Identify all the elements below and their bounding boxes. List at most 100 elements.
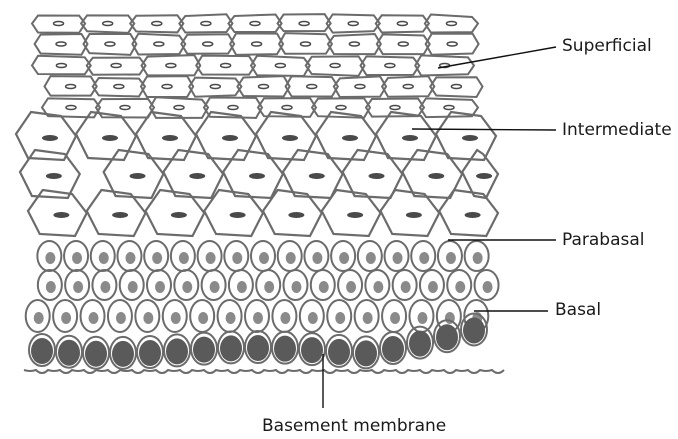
intermediate-nucleus xyxy=(46,173,62,179)
parabasal-nucleus xyxy=(346,281,356,293)
superficial-nucleus xyxy=(446,22,456,26)
superficial-cell xyxy=(81,15,134,33)
superficial-cell xyxy=(237,76,289,96)
superficial-cell xyxy=(141,76,193,97)
parabasal-nucleus xyxy=(366,252,376,264)
superficial-cell xyxy=(366,98,424,116)
intermediate-nucleus xyxy=(230,212,246,218)
superficial-cell xyxy=(179,14,232,32)
label-basement-membrane: Basement membrane xyxy=(262,416,446,436)
basement-membrane-line xyxy=(24,370,504,373)
basal-nucleus xyxy=(355,340,377,366)
superficial-nucleus xyxy=(210,85,220,89)
superficial-cell xyxy=(45,76,97,96)
parabasal-nucleus xyxy=(171,312,181,324)
superficial-cell xyxy=(334,76,386,97)
superficial-cell xyxy=(196,56,255,75)
parabasal-nucleus xyxy=(428,281,438,293)
superficial-nucleus xyxy=(250,22,260,26)
basal-nucleus xyxy=(193,337,215,363)
intermediate-nucleus xyxy=(189,173,205,179)
parabasal-nucleus xyxy=(286,252,296,264)
label-intermediate: Intermediate xyxy=(562,120,672,140)
superficial-nucleus xyxy=(447,42,457,46)
superficial-nucleus xyxy=(348,22,358,26)
parabasal-nucleus xyxy=(226,312,236,324)
superficial-cell xyxy=(142,55,201,75)
superficial-cell xyxy=(87,58,146,75)
superficial-cell xyxy=(279,33,332,54)
basal-nucleus xyxy=(382,336,404,362)
parabasal-nucleus xyxy=(473,252,483,264)
intermediate-nucleus xyxy=(112,212,128,218)
parabasal-nucleus xyxy=(34,312,44,324)
superficial-nucleus xyxy=(451,85,461,89)
superficial-nucleus xyxy=(299,22,309,26)
superficial-nucleus xyxy=(385,64,395,68)
superficial-nucleus xyxy=(355,85,365,89)
superficial-nucleus xyxy=(275,64,285,68)
superficial-cell xyxy=(415,55,474,75)
superficial-nucleus xyxy=(152,22,162,26)
intermediate-nucleus xyxy=(222,135,238,141)
parabasal-nucleus xyxy=(125,252,135,264)
basal-nucleus xyxy=(463,317,485,343)
parabasal-nucleus xyxy=(280,312,290,324)
superficial-cell xyxy=(35,34,88,55)
intermediate-nucleus xyxy=(42,135,58,141)
parabasal-nucleus xyxy=(419,252,429,264)
basal-nucleus xyxy=(85,341,107,367)
superficial-cell xyxy=(377,34,430,54)
superficial-nucleus xyxy=(54,22,64,26)
parabasal-nucleus xyxy=(401,281,411,293)
superficial-nucleus xyxy=(300,42,310,46)
parabasal-nucleus xyxy=(45,252,55,264)
superficial-cell xyxy=(32,15,85,32)
leader-line xyxy=(412,129,556,130)
parabasal-nucleus xyxy=(373,281,383,293)
parabasal-nucleus xyxy=(335,312,345,324)
intermediate-nucleus xyxy=(309,173,325,179)
superficial-nucleus xyxy=(120,106,130,110)
superficial-nucleus xyxy=(336,106,346,110)
superficial-nucleus xyxy=(162,85,172,89)
parabasal-nucleus xyxy=(198,312,208,324)
superficial-nucleus xyxy=(330,64,340,68)
parabasal-nucleus xyxy=(363,312,373,324)
intermediate-nucleus xyxy=(347,212,363,218)
superficial-cell xyxy=(382,76,434,97)
superficial-nucleus xyxy=(114,85,124,89)
superficial-cell xyxy=(278,14,331,31)
basal-nucleus xyxy=(58,340,80,366)
parabasal-nucleus xyxy=(143,312,153,324)
parabasal-nucleus xyxy=(155,281,165,293)
superficial-nucleus xyxy=(252,42,262,46)
parabasal-nucleus xyxy=(232,252,242,264)
basal-nucleus xyxy=(301,337,323,363)
superficial-cell xyxy=(426,34,479,55)
superficial-cell xyxy=(376,15,429,32)
parabasal-nucleus xyxy=(206,252,216,264)
superficial-nucleus xyxy=(403,85,413,89)
parabasal-nucleus xyxy=(152,252,162,264)
parabasal-nucleus xyxy=(61,312,71,324)
parabasal-nucleus xyxy=(446,252,456,264)
superficial-nucleus xyxy=(444,106,454,110)
superficial-layer xyxy=(32,14,483,118)
superficial-cell xyxy=(228,14,281,32)
superficial-nucleus xyxy=(66,106,76,110)
superficial-nucleus xyxy=(221,64,231,68)
intermediate-nucleus xyxy=(162,135,178,141)
basal-nucleus xyxy=(436,324,458,350)
intermediate-nucleus xyxy=(53,212,69,218)
superficial-cell xyxy=(251,56,310,76)
parabasal-nucleus xyxy=(72,252,82,264)
parabasal-nucleus xyxy=(179,252,189,264)
parabasal-nucleus xyxy=(237,281,247,293)
superficial-cell xyxy=(312,98,370,117)
parabasal-nucleus xyxy=(259,252,269,264)
superficial-cell xyxy=(430,77,482,97)
intermediate-nucleus xyxy=(342,135,358,141)
